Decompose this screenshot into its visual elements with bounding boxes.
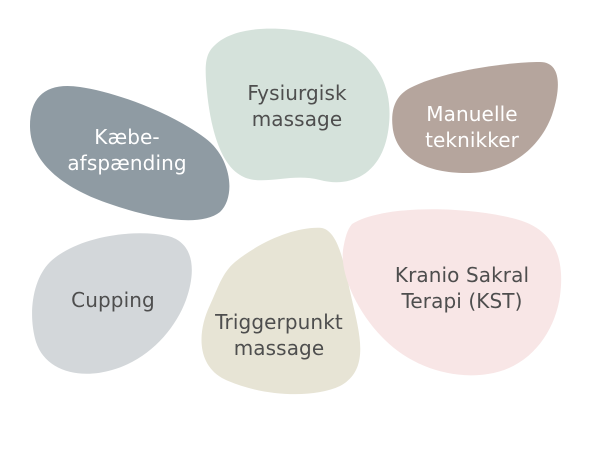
label-trigger: Triggerpunkt massage <box>215 310 343 360</box>
blob-manuelle-shape[interactable] <box>392 62 558 174</box>
label-kranio: Kranio Sakral Terapi (KST) <box>394 263 530 313</box>
label-fysiurgisk: Fysiurgisk massage <box>247 81 347 131</box>
label-kaebe: Kæbe- afspænding <box>67 125 187 175</box>
blob-trigger-shape[interactable] <box>201 227 361 395</box>
label-cupping: Cupping <box>71 288 155 312</box>
blob-fysiurgisk-shape[interactable] <box>205 28 390 183</box>
blob-cupping-shape[interactable] <box>32 233 192 374</box>
label-manuelle: Manuelle teknikker <box>425 102 519 152</box>
blob-kaebe-shape[interactable] <box>30 85 230 221</box>
blob-kranio-shape[interactable] <box>342 209 562 376</box>
